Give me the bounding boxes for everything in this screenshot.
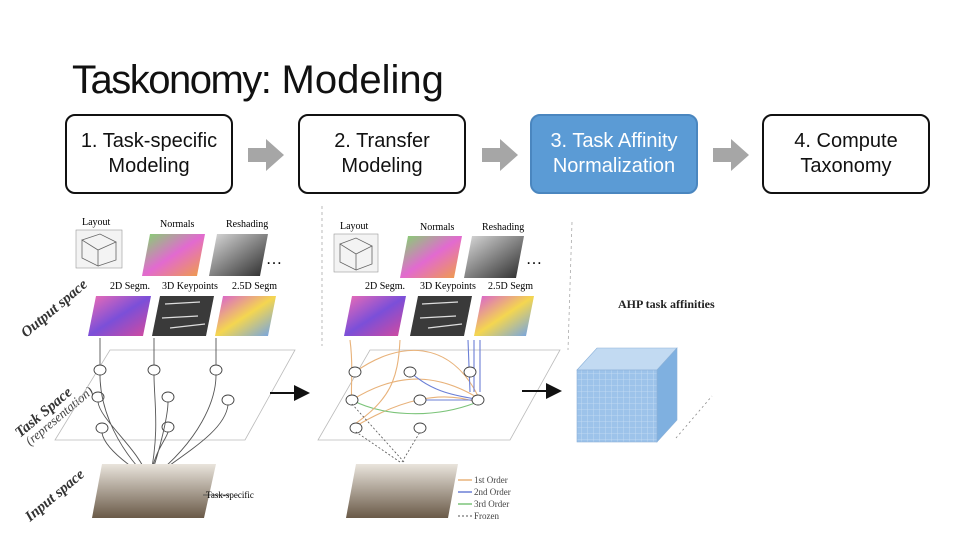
arrow-right-icon: [248, 139, 284, 171]
thumb-reshading: [209, 234, 268, 276]
node: [93, 364, 107, 376]
task-space-plane: [317, 349, 561, 441]
taskonomy-figure: Output space Task Space (representation)…: [12, 206, 715, 526]
node: [413, 422, 427, 434]
step-label: 2. Transfer Modeling: [334, 130, 430, 177]
label-2-5d-segm: 2.5D Segm: [488, 281, 533, 292]
legend-item: 1st Order: [474, 475, 508, 485]
step-task-specific-modeling: 1. Task-specific Modeling: [65, 114, 233, 194]
output-space-label: Output space: [18, 276, 91, 341]
node: [463, 366, 477, 378]
legend-item: 3rd Order: [474, 499, 509, 509]
node: [348, 366, 362, 378]
node: [147, 364, 161, 376]
label-normals: Normals: [420, 222, 455, 233]
input-image: [346, 464, 458, 518]
title-strong: Taskonomy:: [72, 58, 272, 102]
thumb-normals: [142, 234, 205, 276]
thumb-2d-segm: [344, 296, 406, 336]
ellipsis: …: [526, 251, 542, 268]
step-label: 3. Task Affinity Normalization: [550, 130, 678, 177]
arrow-right-icon: [713, 139, 749, 171]
node: [413, 394, 427, 406]
panel-task-specific: Layout Normals Reshading … 2D Segm. 3D K…: [54, 217, 296, 518]
node: [221, 394, 235, 406]
label-2-5d-segm: 2.5D Segm: [232, 281, 277, 292]
legend-item: Frozen: [474, 511, 499, 521]
label-reshading: Reshading: [226, 219, 268, 230]
page-title: Taskonomy: Modeling: [72, 58, 444, 103]
label-3d-keypoints: 3D Keypoints: [420, 281, 476, 292]
input-space-label: Input space: [22, 466, 89, 525]
label-task-specific: Task-specific: [206, 490, 254, 500]
label-layout: Layout: [82, 217, 111, 228]
thumb-3d-keypoints: [152, 296, 214, 336]
node: [345, 394, 359, 406]
label-3d-keypoints: 3D Keypoints: [162, 281, 218, 292]
step-task-affinity-normalization: 3. Task Affinity Normalization: [530, 114, 698, 194]
ellipsis: …: [266, 251, 282, 268]
node: [161, 391, 175, 403]
thumb-2-5d-segm: [474, 296, 534, 336]
label-layout: Layout: [340, 221, 369, 232]
node: [209, 364, 223, 376]
ahp-label: AHP task affinities: [618, 297, 715, 311]
label-2d-segm: 2D Segm.: [365, 281, 405, 292]
step-transfer-modeling: 2. Transfer Modeling: [298, 114, 466, 194]
panel-transfer: Layout Normals Reshading … 2D Segm. 3D K…: [317, 221, 561, 521]
input-image: [92, 464, 216, 518]
transfer-legend: 1st Order 2nd Order 3rd Order Frozen: [458, 475, 511, 521]
thumb-reshading: [464, 236, 524, 278]
task-space-plane: [54, 349, 296, 441]
label-2d-segm: 2D Segm.: [110, 281, 150, 292]
arrow-right-icon: [482, 139, 518, 171]
step-label: 1. Task-specific Modeling: [80, 130, 218, 177]
legend-item: 2nd Order: [474, 487, 511, 497]
thumb-2-5d-segm: [215, 296, 276, 336]
node: [471, 394, 485, 406]
thumb-normals: [400, 236, 462, 278]
node: [349, 422, 363, 434]
node: [95, 422, 109, 434]
title-light: Modeling: [270, 58, 444, 102]
node: [403, 366, 417, 378]
panel-ahp: AHP task affinities: [576, 297, 715, 443]
cube-front: [576, 369, 658, 443]
label-reshading: Reshading: [482, 222, 524, 233]
thumb-2d-segm: [88, 296, 151, 336]
label-normals: Normals: [160, 219, 195, 230]
thumb-3d-keypoints: [410, 296, 472, 336]
thumb-layout: [75, 229, 123, 269]
step-compute-taxonomy: 4. Compute Taxonomy: [762, 114, 930, 194]
step-label: 4. Compute Taxonomy: [794, 130, 898, 177]
